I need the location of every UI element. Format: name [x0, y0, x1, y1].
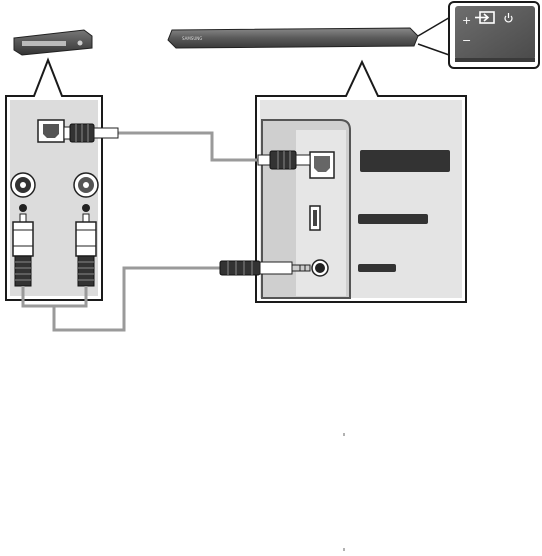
power-icon[interactable]	[504, 13, 513, 23]
rca-right-hole	[82, 204, 90, 212]
volume-up-button[interactable]: +	[462, 14, 471, 27]
aux-in-port	[311, 259, 329, 277]
device-display	[22, 41, 66, 46]
rca-left-plug	[12, 213, 34, 287]
device-knob	[77, 40, 83, 46]
optical-out-port	[37, 119, 65, 143]
hdmi-port	[309, 205, 321, 231]
volume-down-button[interactable]: −	[462, 34, 471, 47]
input-icon[interactable]	[475, 11, 495, 24]
soundbar-control-panel: + −	[448, 1, 540, 69]
panel-callout-line	[417, 15, 453, 37]
rca-left-jack	[10, 172, 36, 198]
panel-callout-line	[417, 43, 453, 57]
hdmi-label-bar	[358, 214, 428, 224]
source-device	[13, 29, 93, 56]
soundbar-brand: SAMSUNG	[182, 36, 202, 41]
analog-cable	[21, 260, 311, 332]
aux-label-bar	[358, 264, 396, 272]
rca-left-hole	[19, 204, 27, 212]
optical-in-port	[309, 151, 335, 179]
rca-right-jack	[73, 172, 99, 198]
rca-right-plug	[75, 213, 97, 287]
soundbar: SAMSUNG	[167, 27, 419, 49]
device-rear-panel	[5, 57, 103, 301]
optical-label-bar	[360, 150, 450, 172]
optical-cable	[63, 123, 311, 170]
